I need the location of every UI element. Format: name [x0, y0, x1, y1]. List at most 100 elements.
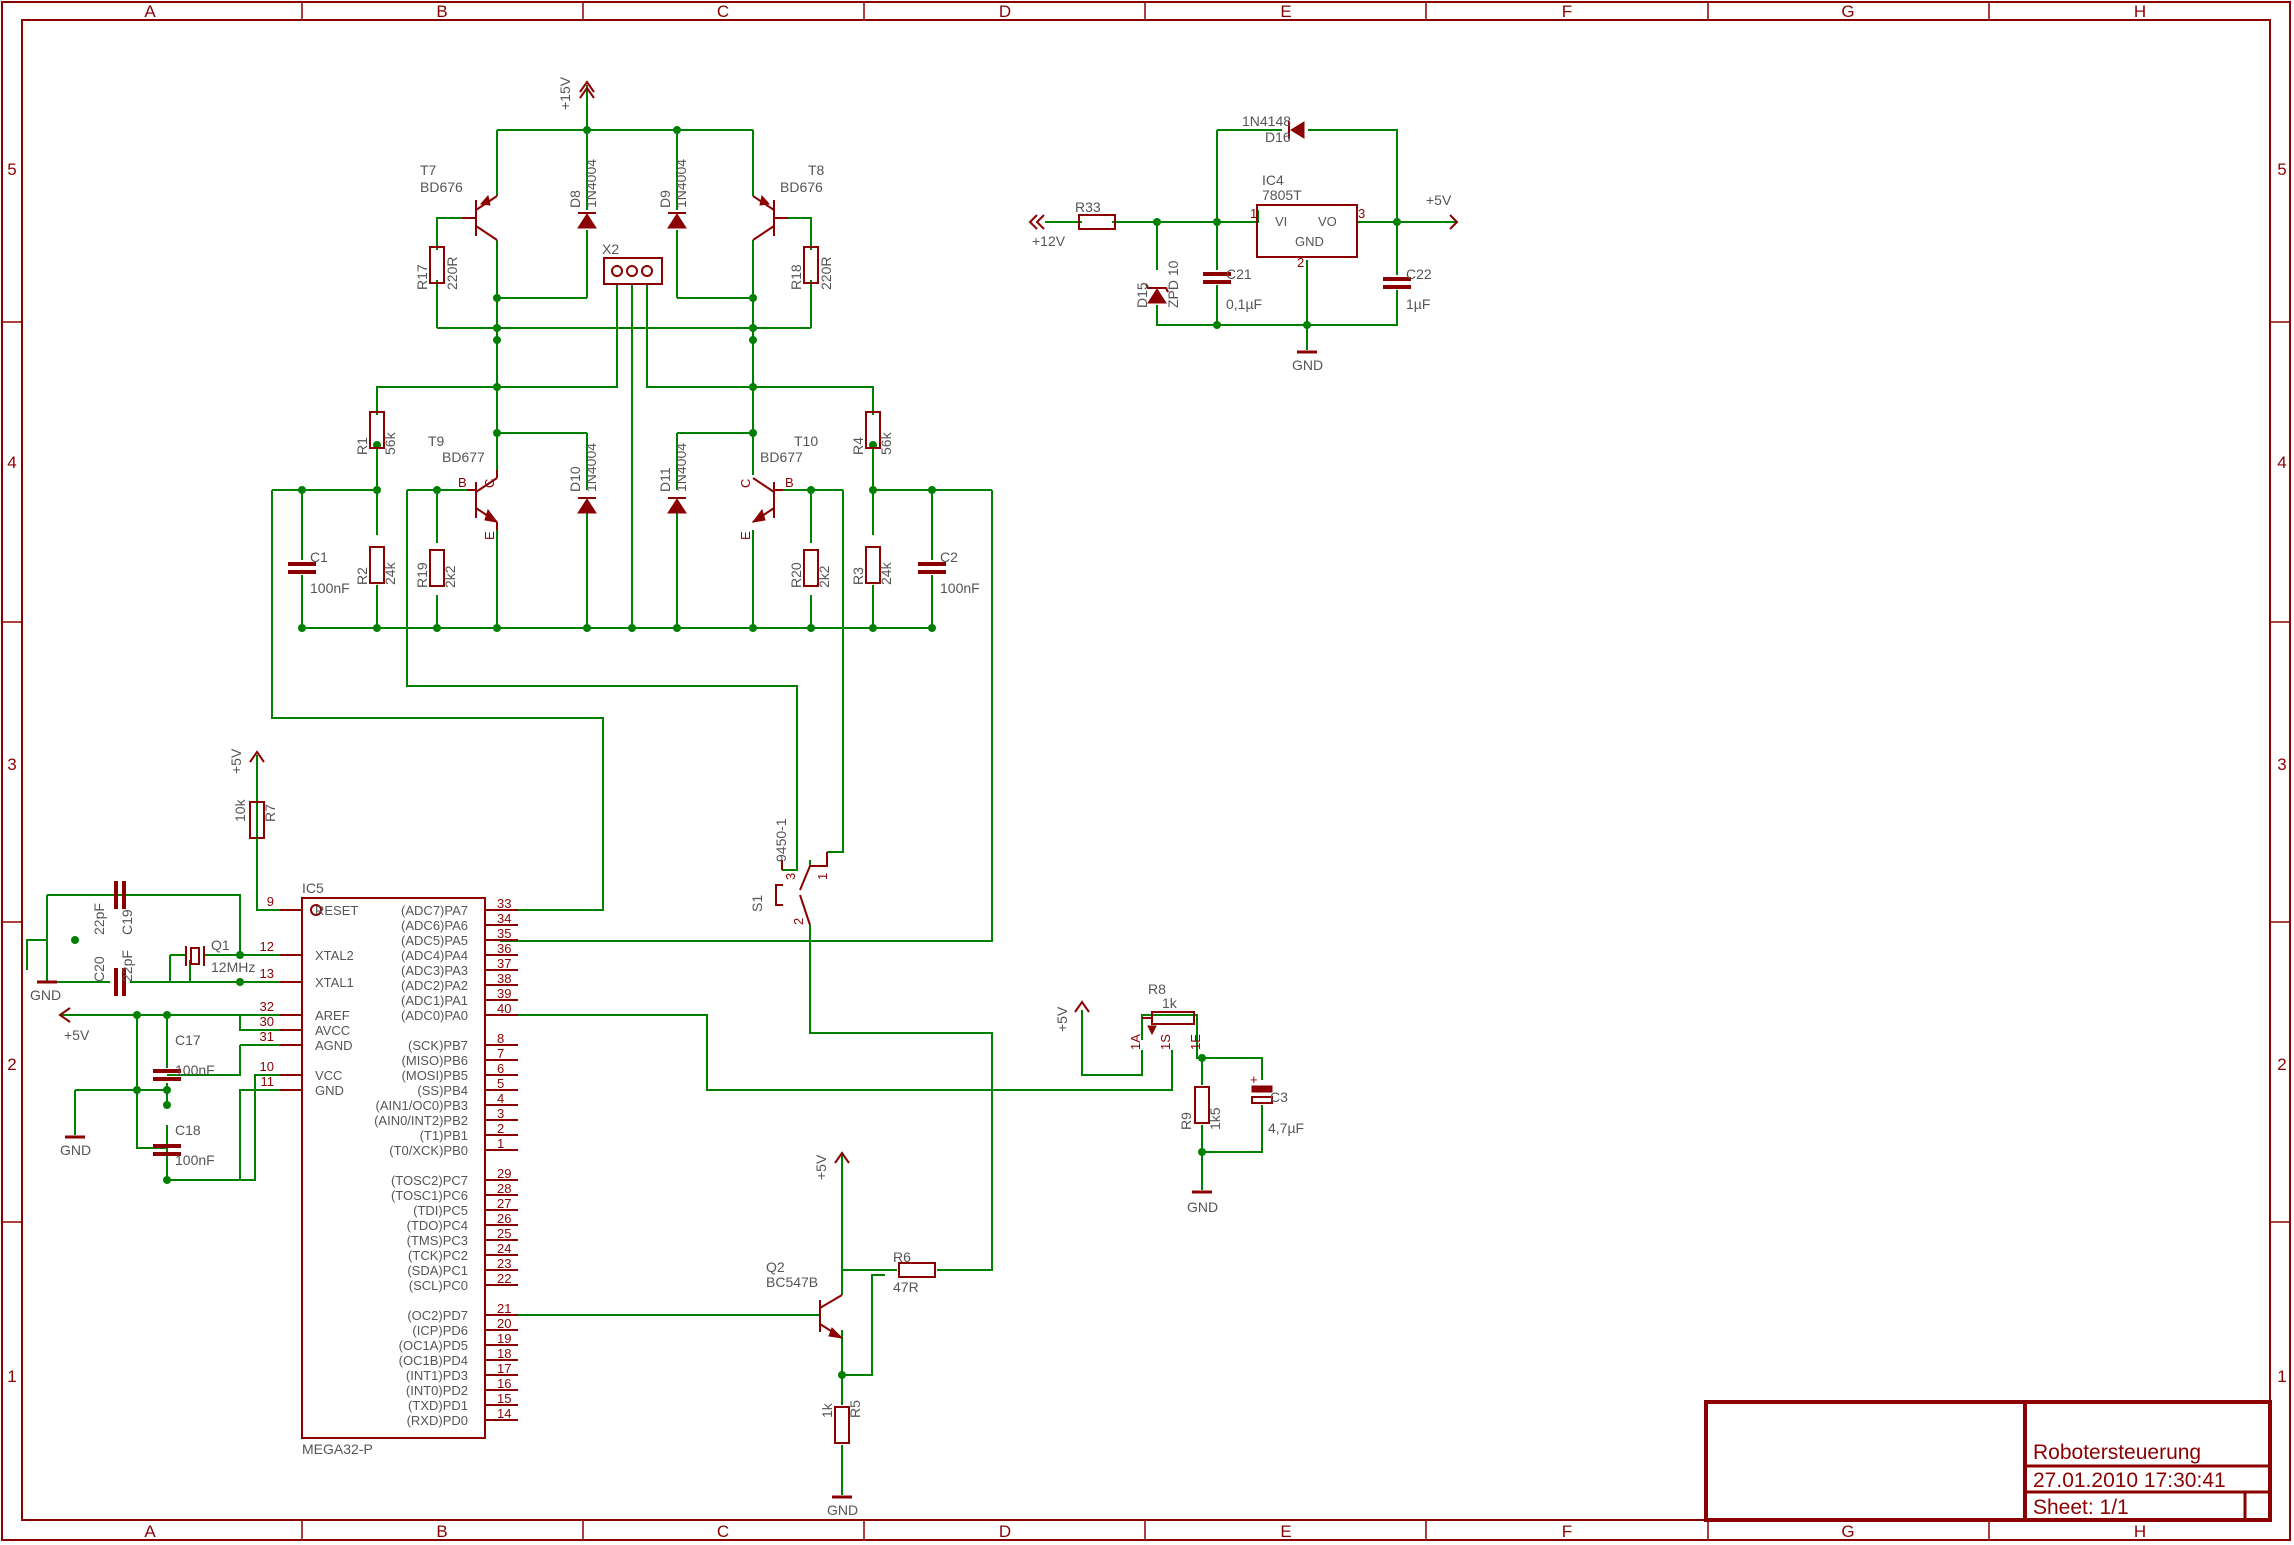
- zener-d15: D15 ZPD 10: [1134, 260, 1181, 308]
- supply-5v-q2-label: +5V: [813, 1154, 829, 1180]
- c21-name: C21: [1226, 266, 1252, 282]
- gnd-reg: GND: [1292, 350, 1323, 373]
- mcu-pin-number: 1: [497, 1136, 504, 1151]
- supply-5v-reg-label: +5V: [1426, 192, 1452, 208]
- mcu-pin-label: RESET: [315, 903, 358, 918]
- mcu-pin-number: 36: [497, 941, 511, 956]
- mcu-pin-label: (MISO)PB6: [402, 1053, 468, 1068]
- resistor-r6: R6 47R: [893, 1249, 936, 1295]
- capacitor-c20: C20 22pF: [91, 950, 135, 998]
- d8-name: D8: [567, 190, 583, 208]
- t9-pin-c: C: [482, 479, 497, 488]
- mcu-pin-label: (ADC1)PA1: [401, 993, 468, 1008]
- col-label: B: [436, 1522, 447, 1541]
- mcu-pin-number: 8: [497, 1031, 504, 1046]
- regulator-ic4: IC4 7805T VI VO GND 1 3 2: [1250, 172, 1365, 270]
- mcu-pin-number: 16: [497, 1376, 511, 1391]
- mcu-pin-label: (OC2)PD7: [407, 1308, 468, 1323]
- ic4-vi-label: VI: [1275, 214, 1287, 229]
- gnd-q2-label: GND: [827, 1502, 858, 1518]
- potentiometer-r8: R8 1k 1A 1S 1E: [1128, 981, 1203, 1050]
- mcu-pin-number: 21: [497, 1301, 511, 1316]
- d9-name: D9: [657, 190, 673, 208]
- mcu-pin-label: (TOSC1)PC6: [391, 1188, 468, 1203]
- d10-name: D10: [567, 466, 583, 492]
- s1-name: S1: [749, 895, 765, 912]
- diode-d8: D8 1N4004: [567, 159, 599, 229]
- t8-value: BD676: [780, 179, 823, 195]
- ic4-pin3: 3: [1358, 206, 1365, 221]
- mcu-pin-number: 10: [260, 1059, 274, 1074]
- mcu-pin-number: 40: [497, 1001, 511, 1016]
- t10-pin-c: C: [738, 479, 753, 488]
- mcu-pin-number: 29: [497, 1166, 511, 1181]
- c20-name: C20: [91, 956, 107, 982]
- c19-value: 22pF: [91, 903, 107, 935]
- mcu-pin-number: 31: [260, 1029, 274, 1044]
- d15-name: D15: [1134, 282, 1150, 308]
- r17-name: R17: [414, 264, 430, 290]
- r4-name: R4: [850, 437, 866, 455]
- diode-d11: D11 1N4004: [657, 443, 689, 514]
- col-label: C: [717, 2, 729, 21]
- c22-value: 1µF: [1406, 296, 1430, 312]
- mcu-pin-label: (SCK)PB7: [408, 1038, 468, 1053]
- q2-value: BC547B: [766, 1274, 818, 1290]
- mcu-pin-number: 30: [260, 1014, 274, 1029]
- gnd-mcu: GND: [60, 1135, 91, 1158]
- mcu-pin-label: (OC1A)PD5: [399, 1338, 468, 1353]
- c21-value: 0,1µF: [1226, 296, 1262, 312]
- mcu-pin-label: (TDO)PC4: [407, 1218, 468, 1233]
- ic5-name: IC5: [302, 880, 324, 896]
- mcu-pin-label: VCC: [315, 1068, 342, 1083]
- resistor-r20: R20 2k2: [788, 549, 832, 588]
- row-label: 5: [7, 160, 16, 179]
- r19-value: 2k2: [442, 565, 458, 588]
- r6-value: 47R: [893, 1279, 919, 1295]
- mcu-pin-number: 26: [497, 1211, 511, 1226]
- mcu-pin-number: 22: [497, 1271, 511, 1286]
- mcu-pin-label: (MOSI)PB5: [402, 1068, 468, 1083]
- ic4-gnd-label: GND: [1295, 234, 1324, 249]
- supply-15v: +15V: [557, 76, 595, 110]
- mcu-pin-label: XTAL1: [315, 975, 354, 990]
- mcu-pin-number: 34: [497, 911, 511, 926]
- row-label: 4: [2277, 453, 2286, 472]
- mcu-pin-label: (ADC7)PA7: [401, 903, 468, 918]
- r8-pin1s: 1S: [1158, 1034, 1173, 1050]
- r33-name: R33: [1075, 199, 1101, 215]
- t7-name: T7: [420, 162, 437, 178]
- t9-pin-e: E: [482, 531, 497, 540]
- mcu-pin-number: 14: [497, 1406, 511, 1421]
- mcu-pin-number: 12: [260, 939, 274, 954]
- col-label: E: [1280, 1522, 1291, 1541]
- connector-x2: X2: [602, 241, 663, 285]
- t10-pin-b: B: [785, 475, 794, 490]
- mcu-pin-number: 20: [497, 1316, 511, 1331]
- row-label: 1: [2277, 1367, 2286, 1386]
- mcu-pin-number: 24: [497, 1241, 511, 1256]
- row-label: 2: [7, 1055, 16, 1074]
- c1-name: C1: [310, 549, 328, 565]
- mcu-pin-label: (ADC0)PA0: [401, 1008, 468, 1023]
- gnd-pot: GND: [1187, 1190, 1218, 1215]
- supply-5v-reg: +5V: [1426, 192, 1459, 230]
- s1-pin3: 3: [783, 873, 798, 880]
- ic4-vo-label: VO: [1318, 214, 1337, 229]
- junctions: [71, 126, 1401, 1379]
- col-label: A: [144, 1522, 156, 1541]
- d16-name: D16: [1265, 129, 1291, 145]
- mcu-pin-label: (T1)PB1: [420, 1128, 468, 1143]
- resistor-r2: R2 24k: [354, 546, 398, 585]
- transistor-t10: T10 BD677 B C E: [738, 433, 818, 540]
- mcu-pin-label: (ICP)PD6: [412, 1323, 468, 1338]
- mcu-pin-number: 39: [497, 986, 511, 1001]
- gnd-xtal: GND: [30, 980, 61, 1003]
- resistor-r1: R1 56k: [354, 411, 398, 455]
- gnd-q2: GND: [827, 1495, 858, 1518]
- col-label: B: [436, 2, 447, 21]
- t10-pin-e: E: [738, 531, 753, 540]
- transistor-t9: T9 BD677 B C E: [428, 433, 499, 540]
- resistor-r7: 10k R7: [232, 755, 278, 910]
